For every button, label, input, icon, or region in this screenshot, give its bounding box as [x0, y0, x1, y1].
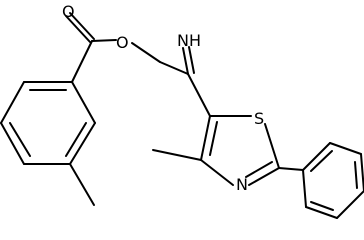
- oxygen-to-methylene-bond: [131, 42, 161, 63]
- thiazole-c2-to-n-bond: [248, 167, 280, 186]
- imine-double-bond-a: [182, 47, 189, 75]
- ester-link-oxygen-label: O: [116, 33, 129, 52]
- carbonyl-carbon-to-ring-bond: [71, 40, 93, 83]
- thiazole-sulfur-label: S: [254, 109, 264, 128]
- thiazole-methyl-bond: [152, 149, 202, 161]
- methylene-to-imine-carbon-bond: [159, 61, 189, 75]
- carbonyl-carbon-to-oxygen-bond: [91, 39, 117, 42]
- phenyl-bond-1: [302, 142, 331, 171]
- imine-nh-label: NH: [177, 31, 201, 50]
- phenyl-bond-2: [329, 142, 362, 155]
- phenyl-inner-double-3: [310, 201, 334, 211]
- chemical-structure-diagram: O O NH S N: [0, 2, 364, 219]
- thiazole-ring: [152, 115, 304, 186]
- carbonyl-double-bond-a: [65, 15, 91, 43]
- imine-chain: [159, 46, 211, 117]
- toluyl-methyl-bond: [69, 163, 95, 206]
- imine-carbon-to-thiazole-bond: [187, 73, 211, 117]
- phenyl-bond-6: [302, 169, 307, 208]
- phenyl-inner-double-1: [310, 150, 333, 172]
- thiazole-s-to-c2-bond: [264, 123, 280, 169]
- thiazole-c4-c5-inner-double: [209, 121, 218, 156]
- ester-group: [65, 12, 161, 83]
- phenyl-bond-5: [305, 206, 338, 219]
- thiazole-c4-to-c5-bond: [200, 115, 211, 161]
- ester-carbonyl-oxygen-label: O: [62, 2, 75, 21]
- carbonyl-double-bond-b: [69, 12, 95, 40]
- toluyl-ring: [0, 81, 96, 206]
- ring-bond-2: [69, 122, 96, 165]
- imine-double-bond-b: [188, 46, 195, 74]
- phenyl-inner-double-2: [354, 161, 358, 189]
- thiazole-nitrogen-label: N: [236, 175, 248, 194]
- ring-bond-4: [0, 122, 25, 165]
- phenyl-ring: [302, 142, 364, 219]
- ring-inner-double-2: [65, 122, 87, 157]
- ring-inner-double-3: [9, 122, 31, 157]
- phenyl-bond-4: [336, 190, 364, 219]
- ring-bond-1: [71, 81, 96, 124]
- thiazole-to-phenyl-bond: [278, 167, 304, 171]
- thiazole-c2-to-n-inner-double: [245, 161, 273, 178]
- ring-bond-5: [0, 81, 25, 124]
- thiazole-n-to-c4-bond: [200, 159, 234, 186]
